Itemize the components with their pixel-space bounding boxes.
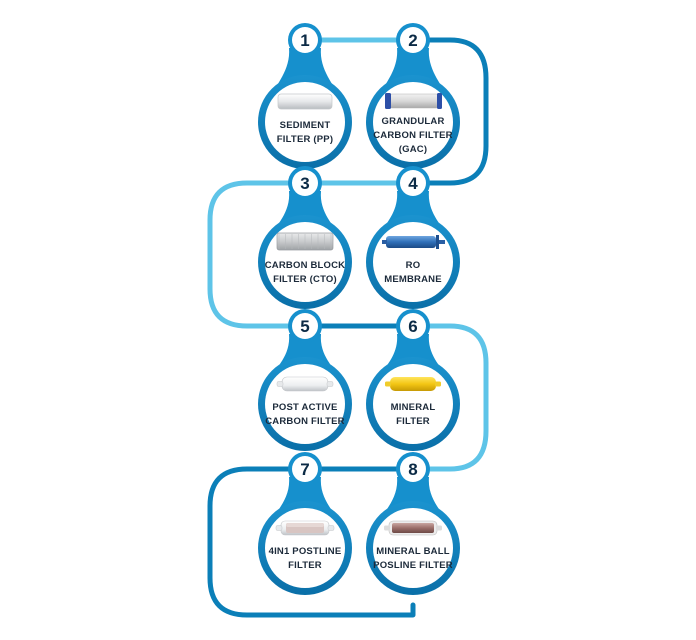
flow-pipes: [207, 37, 489, 618]
stage-label-line: POST ACTIVE: [272, 402, 337, 413]
stage-number: 6: [408, 317, 417, 336]
stage-label-line: MINERAL: [391, 402, 436, 413]
mineral-ball-postline-filter-icon: [384, 520, 442, 536]
stage-node: 7 4IN1 POSTLINE FILTER: [258, 452, 352, 595]
stage-badge: [400, 170, 426, 196]
stage-badge: [400, 313, 426, 339]
4in1-postline-filter-icon: [275, 520, 335, 536]
pipe-7-to-outlet: [207, 466, 416, 618]
stage-number: 2: [408, 31, 417, 50]
stage-number: 3: [300, 174, 309, 193]
ro-membrane-icon: [382, 235, 445, 249]
stage-label-line: FILTER: [288, 560, 322, 571]
pipe-2-to-4: [410, 37, 489, 186]
pipe-6-to-8: [410, 323, 489, 472]
stage-number: 4: [408, 174, 418, 193]
stage-label-line: MEMBRANE: [384, 274, 442, 285]
stage-number: 7: [300, 460, 309, 479]
mineral-inline-filter-icon: [385, 377, 441, 391]
stage-number: 5: [300, 317, 309, 336]
post-carbon-inline-filter-icon: [276, 376, 334, 392]
stage-badge: [292, 456, 318, 482]
carbon-block-cartridge-icon: [276, 232, 334, 251]
stage-label-line: GRANDULAR: [381, 116, 444, 127]
stage-label-line: SEDIMENT: [280, 120, 331, 131]
stage-label-line: (GAC): [399, 144, 427, 155]
stage-label-line: 4IN1 POSTLINE: [269, 546, 342, 557]
stage-label-line: FILTER (PP): [277, 134, 333, 145]
sediment-filter-cartridge-icon: [277, 93, 333, 110]
stage-label-line: CARBON FILTER: [373, 130, 452, 141]
stage-label-line: POSLINE FILTER: [373, 560, 453, 571]
stage-badge: [400, 27, 426, 53]
stage-badge: [292, 27, 318, 53]
stage-badge: [292, 313, 318, 339]
stage-label-line: CARBON FILTER: [265, 416, 344, 427]
stage-label-line: CARBON BLOCK: [265, 260, 346, 271]
stage-label-line: MINERAL BALL: [376, 546, 449, 557]
stage-badge: [400, 456, 426, 482]
gac-filter-cartridge-icon: [385, 93, 442, 109]
stage-label-line: FILTER (CTO): [273, 274, 337, 285]
stage-number: 1: [300, 31, 309, 50]
pipe-3-to-5: [207, 180, 308, 329]
stage-node: 4RO MEMBRANE: [366, 166, 460, 309]
stage-number: 8: [408, 460, 417, 479]
stage-label-line: FILTER: [396, 416, 430, 427]
stage-badge: [292, 170, 318, 196]
stage-label-line: RO: [406, 260, 421, 271]
